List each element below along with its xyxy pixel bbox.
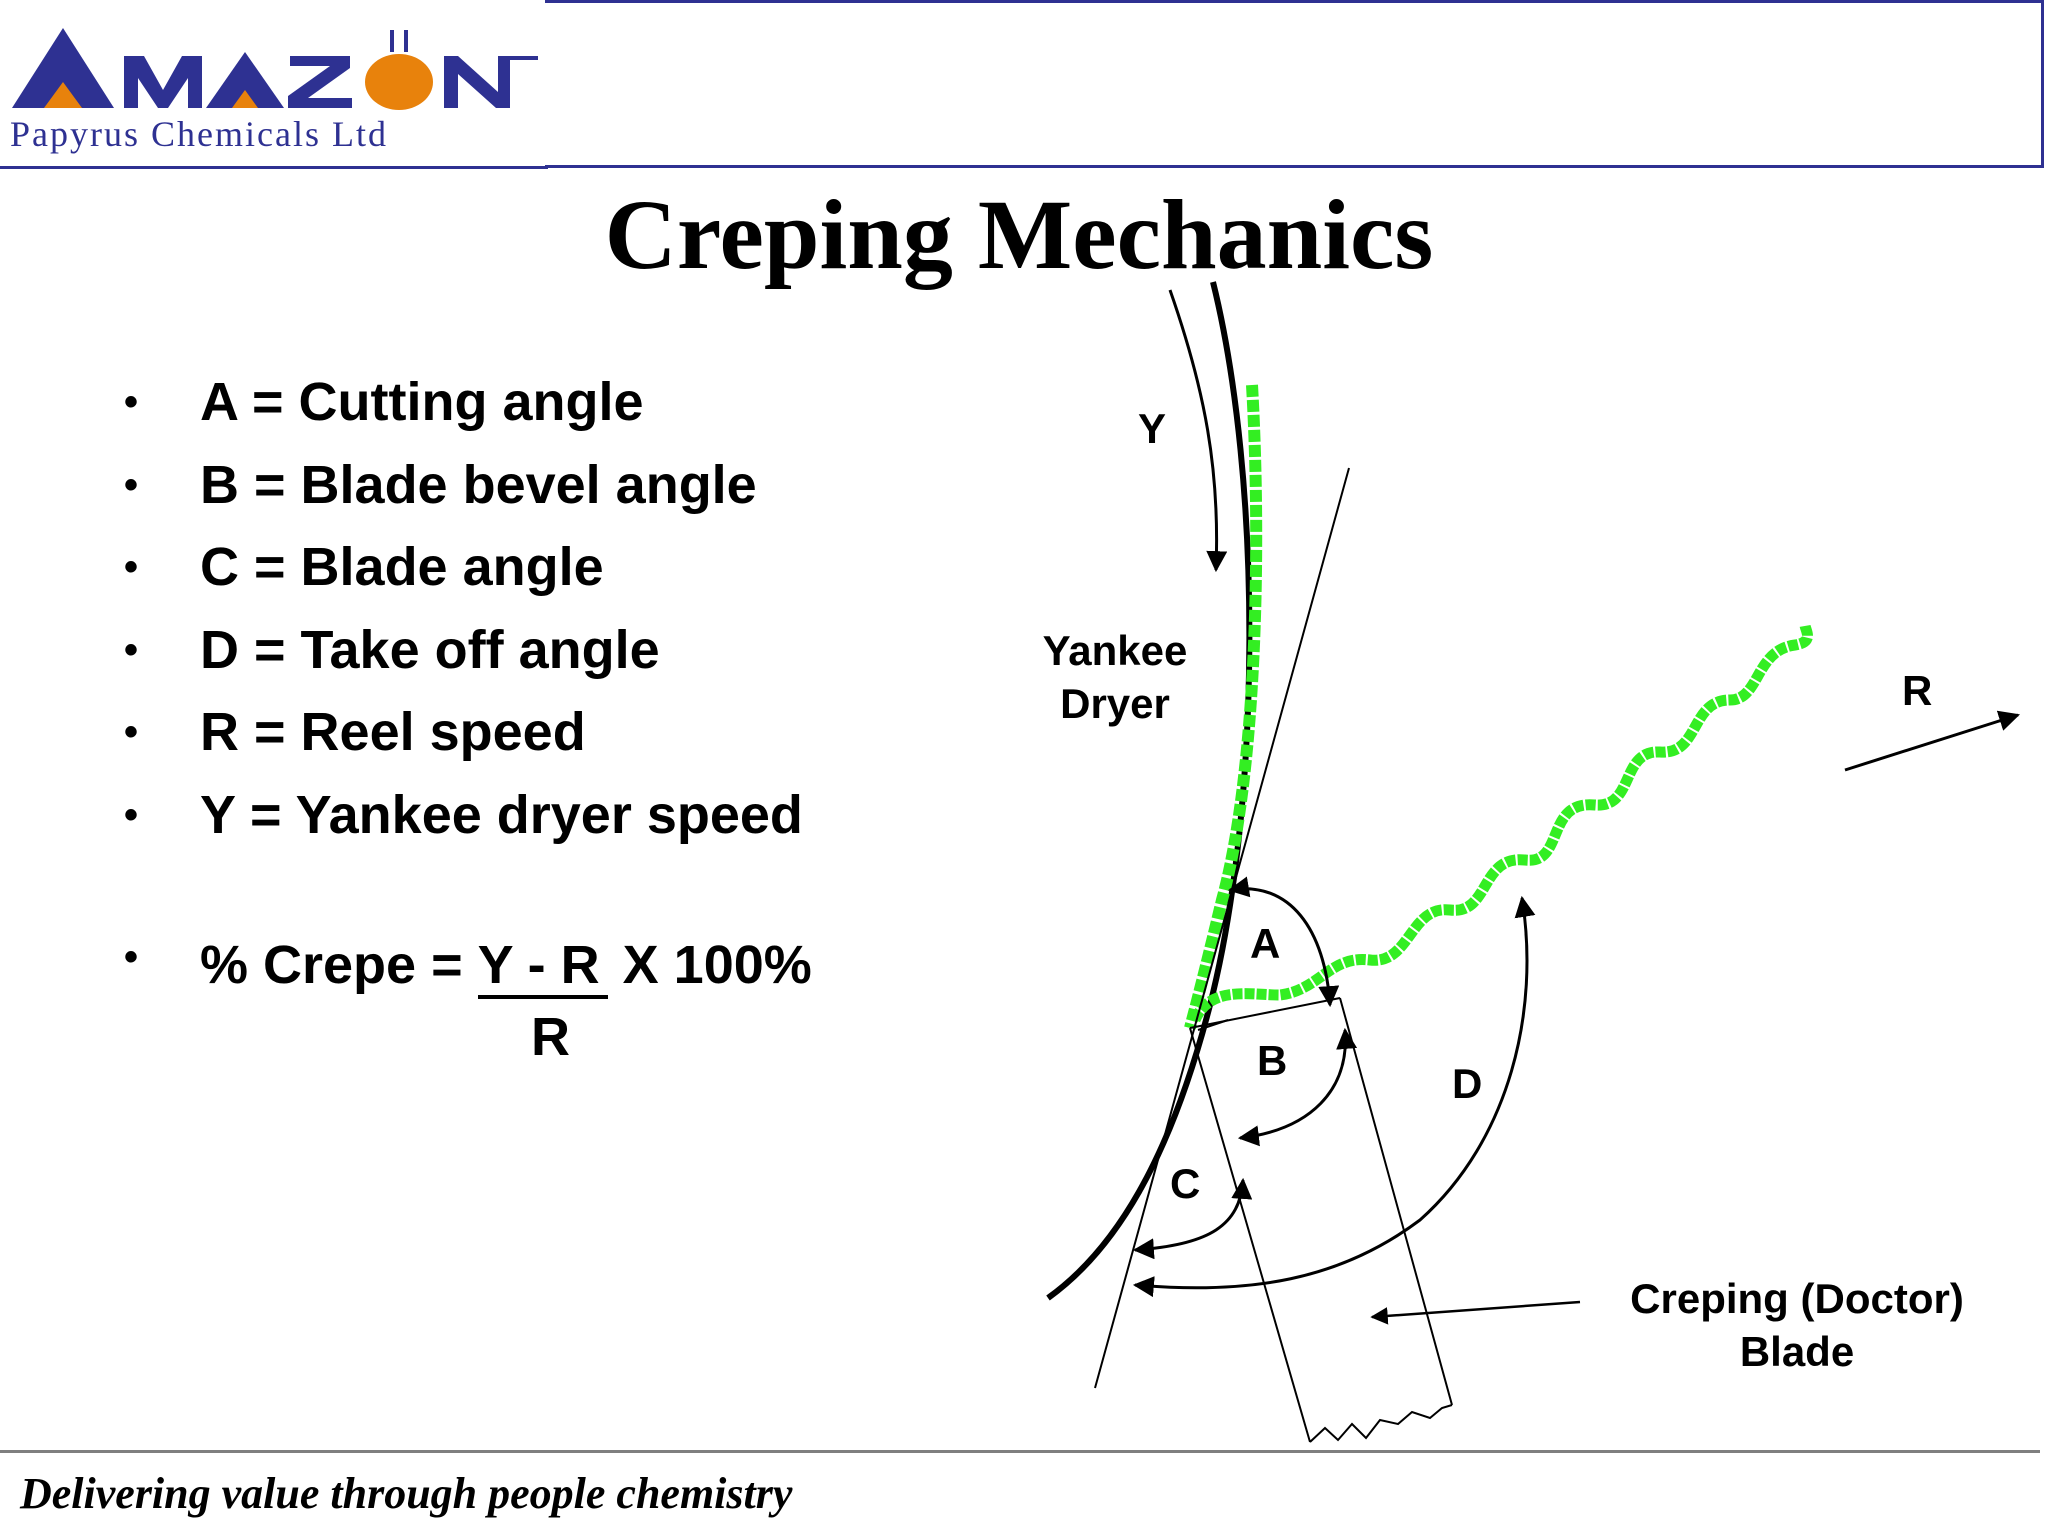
bullet-text: C = Blade angle xyxy=(200,537,604,597)
footer-divider xyxy=(0,1450,2040,1453)
logo-flask-icon xyxy=(365,54,433,110)
label-b: B xyxy=(1257,1037,1287,1084)
label-y: Y xyxy=(1138,405,1166,452)
label-d: D xyxy=(1452,1060,1482,1107)
company-logo: Papyrus Chemicals Ltd xyxy=(10,28,538,154)
formula-numerator: Y - R xyxy=(477,935,608,999)
logo-a-icon xyxy=(12,28,114,108)
label-blade-line1: Creping (Doctor) xyxy=(1630,1275,1964,1322)
bullet-text: D = Take off angle xyxy=(200,619,660,680)
label-yankee-line1: Yankee xyxy=(1043,627,1188,674)
bullet-text: R = Reel speed xyxy=(200,702,586,762)
bullet-text: Y = Yankee dryer speed xyxy=(200,784,803,845)
formula-denominator: R xyxy=(531,1007,570,1067)
label-a: A xyxy=(1250,920,1280,967)
bullet-item: •D = Take off angle xyxy=(124,619,660,680)
blade-pointer-arrow xyxy=(1370,1300,1581,1325)
bullet-text: A = Cutting angle xyxy=(200,372,644,432)
label-c: C xyxy=(1170,1160,1200,1207)
formula-prefix: % Crepe = xyxy=(200,935,478,995)
header-underline xyxy=(0,166,548,169)
formula-suffix: X 100% xyxy=(607,935,812,995)
label-blade-line2: Blade xyxy=(1740,1328,1854,1375)
bullet-item: •B = Blade bevel angle xyxy=(124,454,757,515)
reel-direction-arrow xyxy=(1844,710,2021,772)
header-frame xyxy=(545,0,2044,168)
bullet-item: •A = Cutting angle xyxy=(124,372,644,432)
label-r: R xyxy=(1902,667,1932,714)
bullet-item: •R = Reel speed xyxy=(124,702,586,762)
bullet-item: •C = Blade angle xyxy=(124,537,604,597)
bullet-item: •Y = Yankee dryer speed xyxy=(124,784,803,845)
creped-sheet-wave xyxy=(1189,624,1813,1023)
angle-d-arc xyxy=(1132,895,1536,1298)
logo-subtitle: Papyrus Chemicals Ltd xyxy=(10,114,388,154)
footer-tagline: Delivering value through people chemistr… xyxy=(20,1469,793,1518)
bullet-text: B = Blade bevel angle xyxy=(200,454,757,515)
yankee-direction-arrow xyxy=(1168,289,1228,573)
angle-b-arc xyxy=(1237,1027,1358,1147)
label-yankee-line2: Dryer xyxy=(1060,680,1170,727)
slide-title: Creping Mechanics xyxy=(604,179,1434,290)
definition-list: •A = Cutting angle •B = Blade bevel angl… xyxy=(118,372,803,867)
